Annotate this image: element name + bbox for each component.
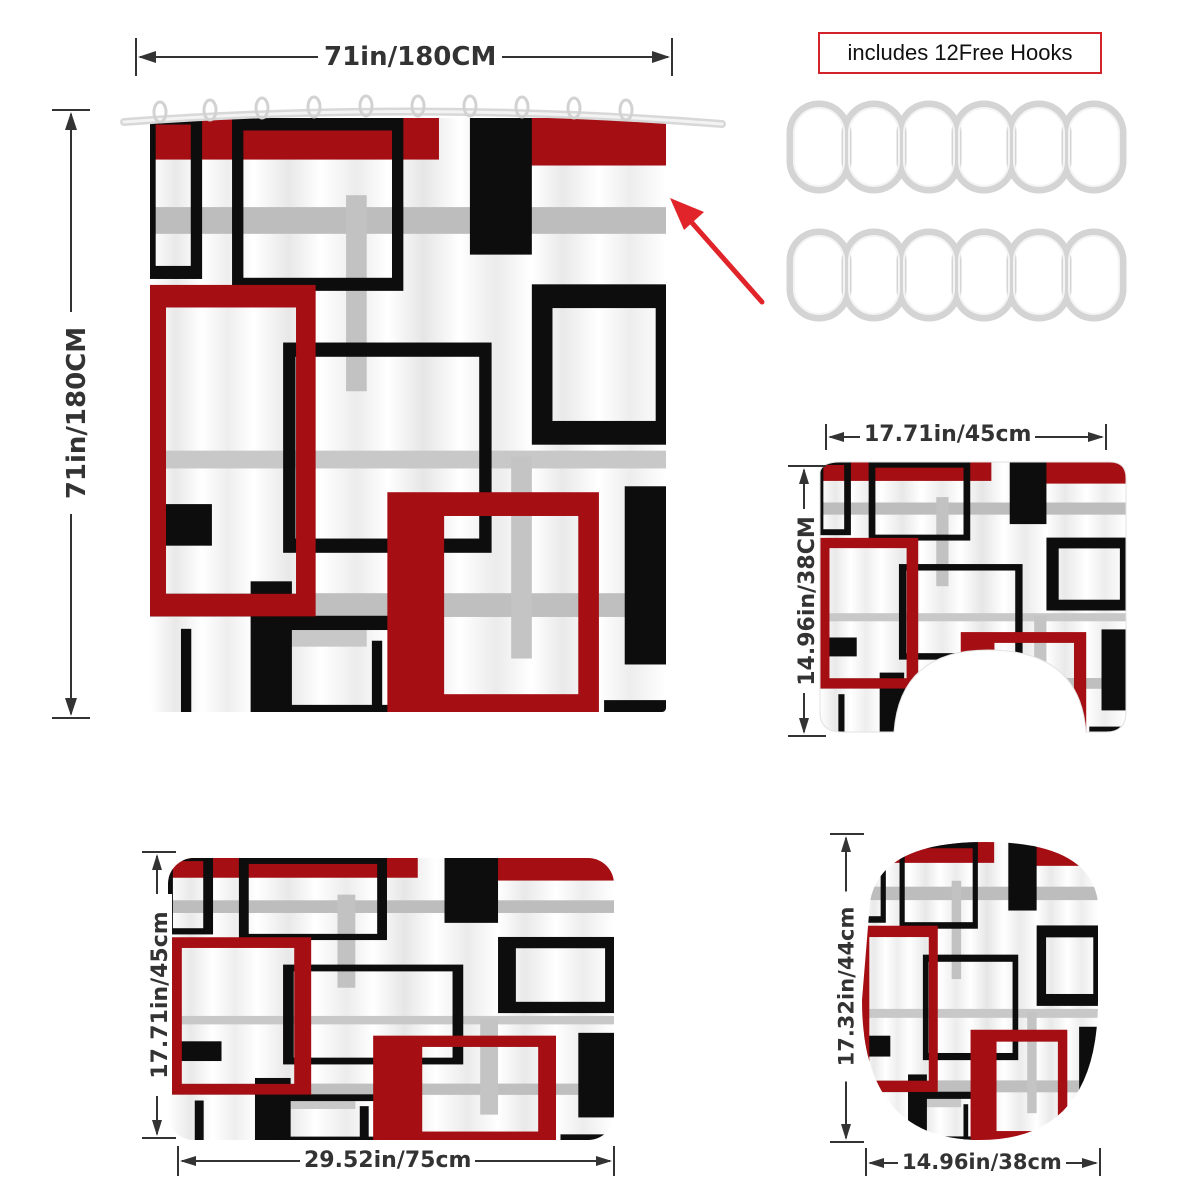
pointer-arrow-icon — [670, 198, 765, 305]
bath-mat-width-label: 29.52in/75cm — [300, 1150, 476, 1172]
hooks-label: includes 12Free Hooks — [847, 40, 1073, 65]
curtain-width-label: 71in/180CM — [318, 44, 503, 70]
hooks-rings — [786, 100, 1127, 322]
contour-rug-height-label: 14.96in/38CM — [795, 509, 820, 693]
lid-cover-height-label: 17.32in/44cm — [835, 891, 859, 1082]
bath-mat-height-label: 17.71in/45cm — [148, 894, 173, 1096]
lid-cover-image — [862, 842, 1098, 1140]
shower-curtain-image — [120, 94, 726, 712]
lid-cover-width-label: 14.96in/38cm — [898, 1152, 1066, 1173]
hooks-label-box: includes 12Free Hooks — [818, 32, 1102, 74]
contour-rug-width-label: 17.71in/45cm — [860, 424, 1036, 446]
bath-mat-image — [168, 858, 614, 1140]
contour-rug-image — [819, 461, 1127, 733]
curtain-height-label: 71in/180CM — [62, 312, 92, 514]
